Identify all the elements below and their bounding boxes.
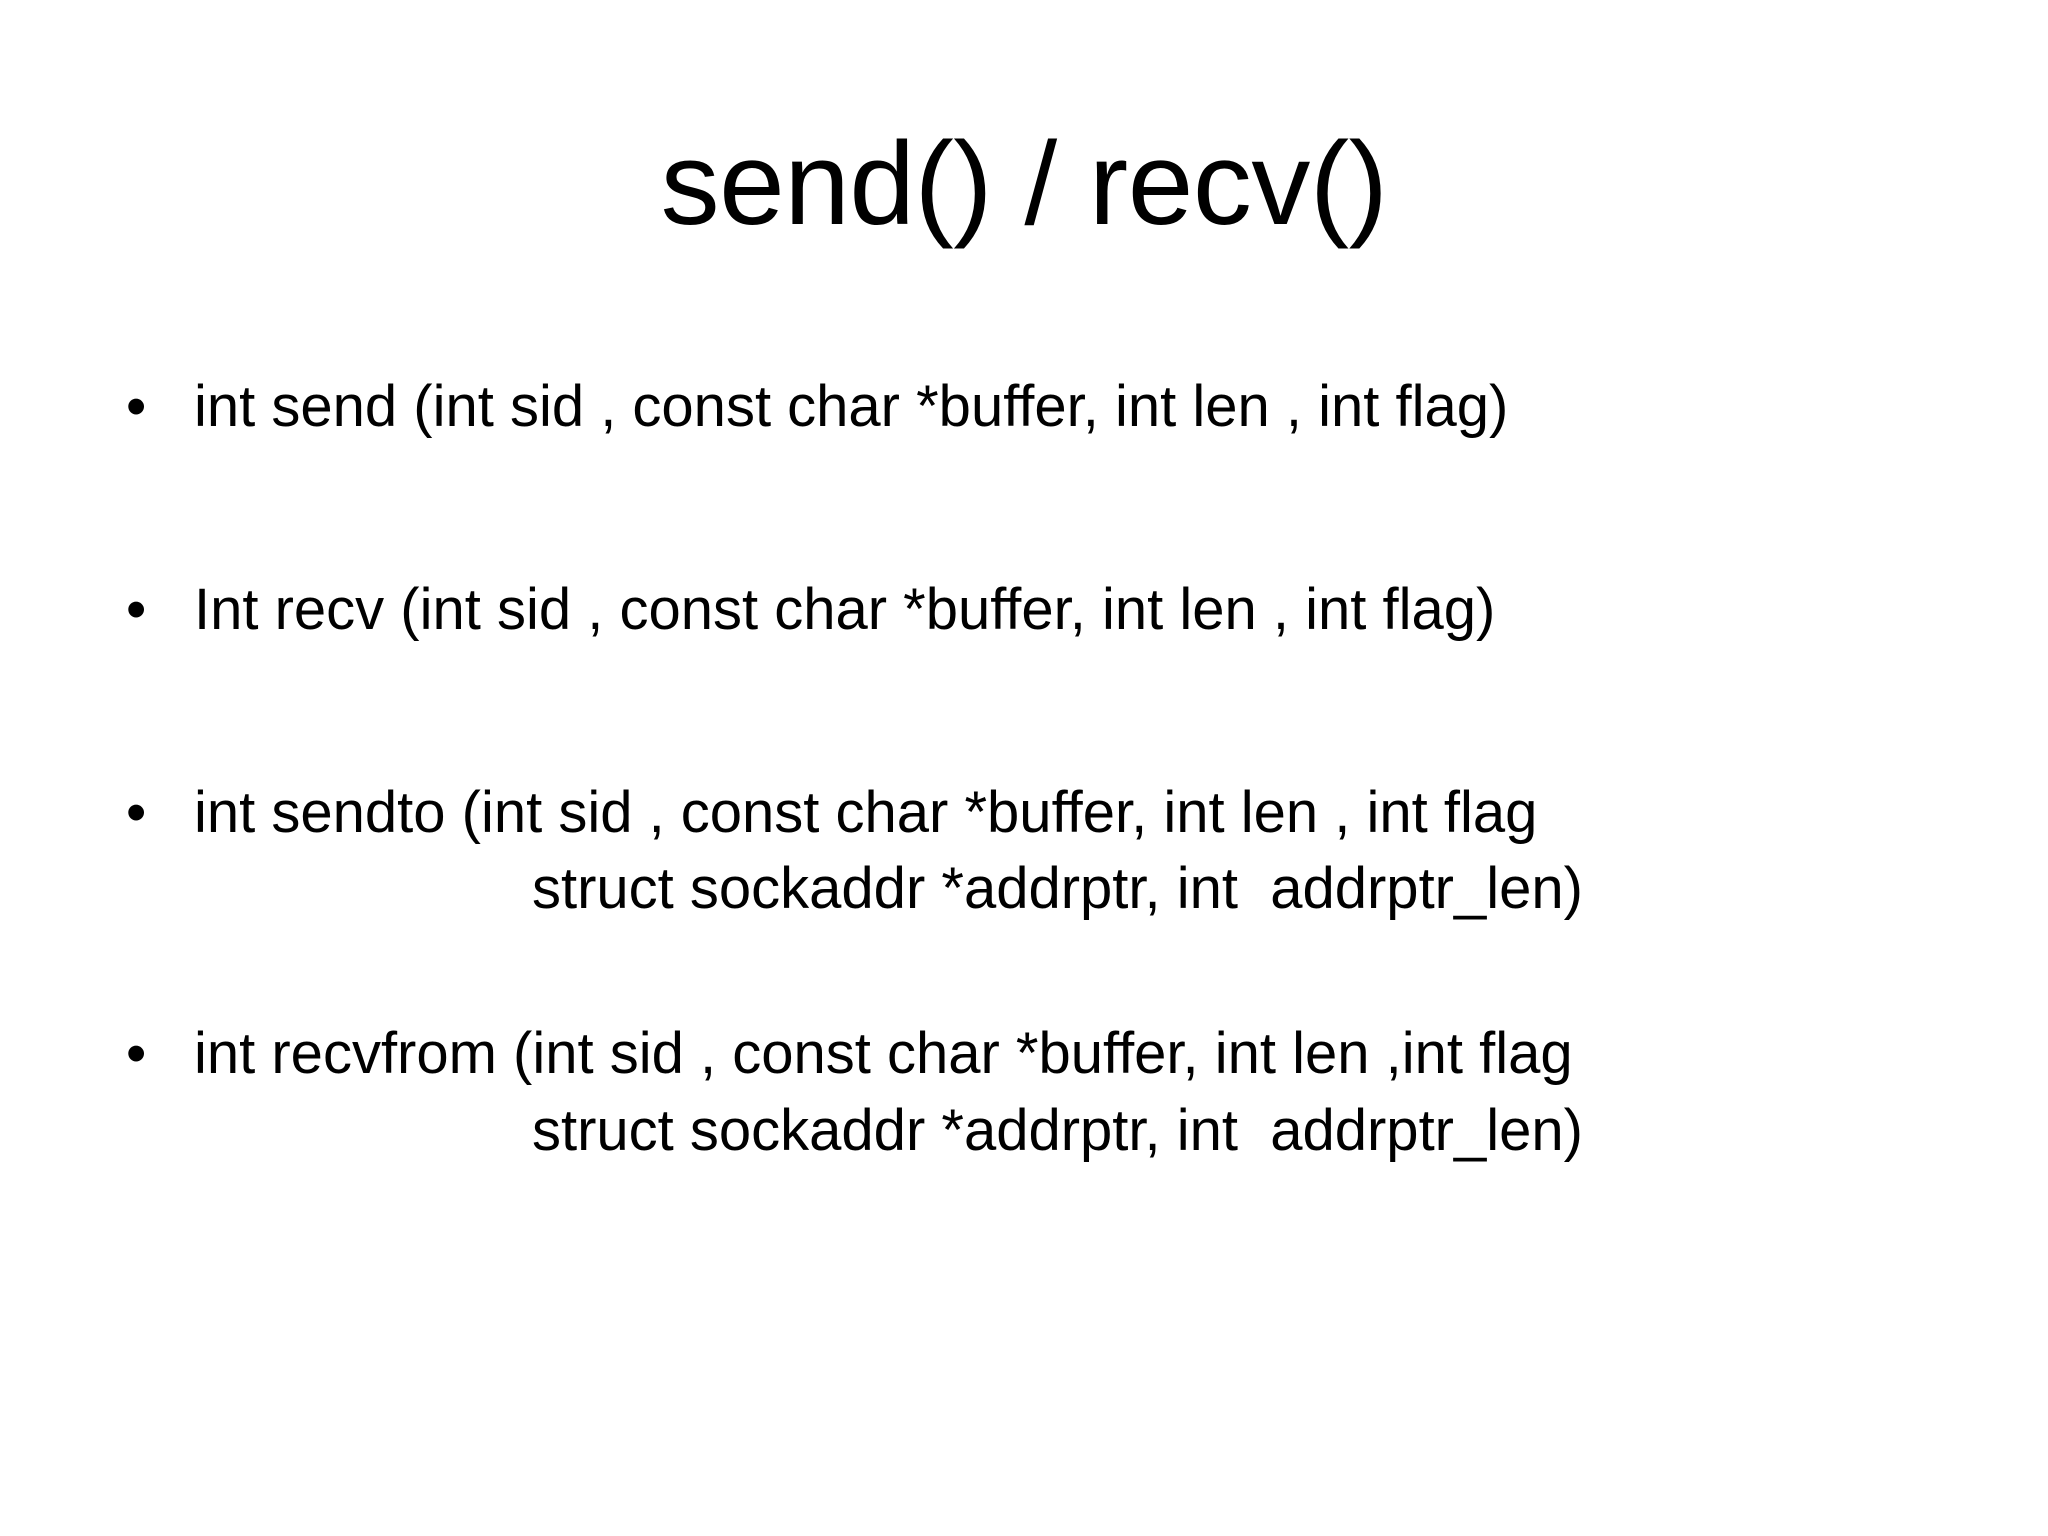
slide-body-content: • int send (int sid , const char *buffer… bbox=[112, 372, 1972, 1167]
bullet-dot-icon: • bbox=[126, 576, 147, 642]
bullet-item-recvfrom: • int recvfrom (int sid , const char *bu… bbox=[112, 1019, 1972, 1167]
bullet-item-sendto: • int sendto (int sid , const char *buff… bbox=[112, 778, 1972, 926]
bullet-dot-icon: • bbox=[126, 779, 147, 845]
bullet-row: • int recvfrom (int sid , const char *bu… bbox=[112, 1019, 1972, 1090]
bullet-dot-icon: • bbox=[126, 1021, 147, 1086]
bullet-dot-icon: • bbox=[126, 374, 147, 439]
bullet-continuation-recvfrom: struct sockaddr *addrptr, int addrptr_le… bbox=[532, 1097, 1583, 1163]
slide-title: send() / recv() bbox=[660, 118, 1388, 250]
bullet-text-send: int send (int sid , const char *buffer, … bbox=[194, 374, 1509, 439]
bullet-spacer bbox=[112, 961, 1972, 1019]
bullet-item-recv: • Int recv (int sid , const char *buffer… bbox=[112, 575, 1972, 646]
bullet-row: • int send (int sid , const char *buffer… bbox=[112, 372, 1972, 443]
bullet-text-recv: Int recv (int sid , const char *buffer, … bbox=[194, 576, 1496, 642]
bullet-row: • int sendto (int sid , const char *buff… bbox=[112, 778, 1972, 849]
bullet-spacer bbox=[112, 479, 1972, 575]
bullet-row: • Int recv (int sid , const char *buffer… bbox=[112, 575, 1972, 646]
bullet-continuation-sendto: struct sockaddr *addrptr, int addrptr_le… bbox=[532, 856, 1583, 922]
bullet-spacer bbox=[112, 682, 1972, 778]
bullet-text-recvfrom: int recvfrom (int sid , const char *buff… bbox=[194, 1021, 1573, 1086]
bullet-item-send: • int send (int sid , const char *buffer… bbox=[112, 372, 1972, 443]
bullet-text-sendto: int sendto (int sid , const char *buffer… bbox=[194, 779, 1538, 845]
